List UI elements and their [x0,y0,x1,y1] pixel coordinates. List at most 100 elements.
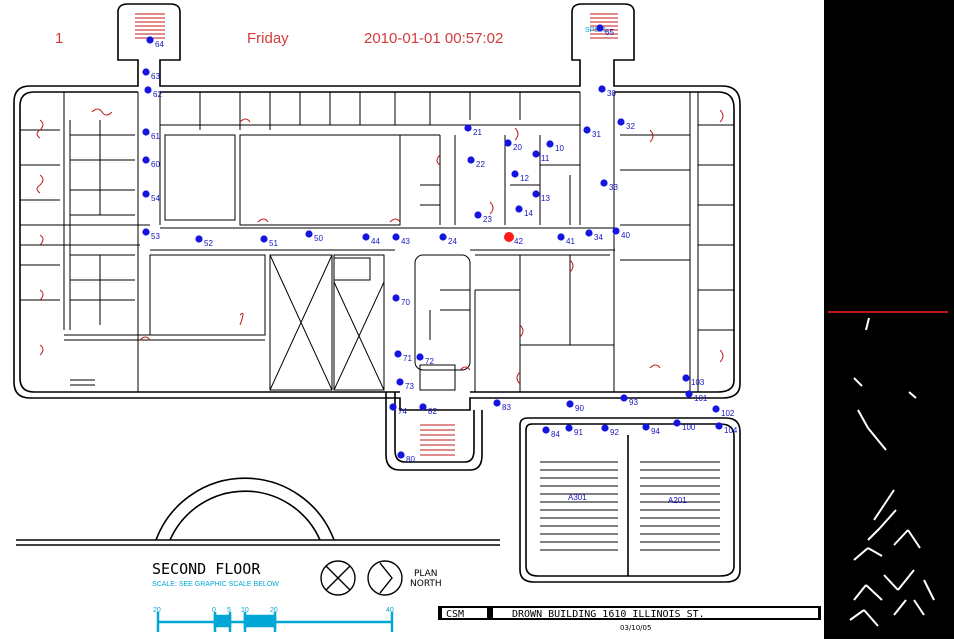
sensor-label-64: 64 [155,40,164,49]
sensor-13 [532,190,540,198]
sensor-label-21: 21 [473,128,482,137]
north-label: NORTH [410,579,442,589]
sensor-label-62: 62 [153,90,162,99]
sensor-label-54: 54 [151,194,160,203]
sensor-label-60: 60 [151,160,160,169]
stairs [135,13,618,456]
sensor-label-74: 74 [398,407,407,416]
sensor-50 [305,230,313,238]
sensor-label-102: 102 [721,409,735,418]
frame-number: 1 [55,30,64,47]
sensor-83 [493,399,501,407]
sensor-22 [467,156,475,164]
sensor-label-53: 53 [151,232,160,241]
sensor-label-31: 31 [592,130,601,139]
sensor-80 [397,451,405,459]
sensor-10 [546,140,554,148]
sensor-label-30: 30 [607,89,616,98]
sensor-label-52: 52 [204,239,213,248]
sensor-label-43: 43 [401,237,410,246]
door-swings [36,108,724,385]
sensor-104 [715,422,723,430]
svg-text:5: 5 [227,607,231,614]
sensor-11 [532,150,540,158]
sensor-65 [596,24,604,32]
svg-text:SPS#1: SPS#1 [585,27,607,34]
floor-title: SECOND FLOOR [152,560,261,578]
sensor-34 [585,229,593,237]
sensor-label-103: 103 [691,378,705,387]
sensor-label-71: 71 [403,354,412,363]
sensor-42-active [504,232,514,242]
sensor-label-14: 14 [524,209,533,218]
sensor-label-10: 10 [555,144,564,153]
sensor-32 [617,118,625,126]
sensor-label-73: 73 [405,382,414,391]
north-arrow [320,560,403,596]
sensor-101 [685,390,693,398]
sensor-51 [260,235,268,243]
sensor-12 [511,170,519,178]
scale-ticks: 20 0 5 10 20 40 [153,607,394,614]
sensor-52 [195,235,203,243]
sensor-label-33: 33 [609,183,618,192]
sensor-93 [620,394,628,402]
sensor-60 [142,156,150,164]
sensor-30 [598,85,606,93]
sensor-64 [146,36,154,44]
sensor-label-61: 61 [151,132,160,141]
sensor-94 [642,423,650,431]
sensor-label-72: 72 [425,357,434,366]
svg-text:0: 0 [212,607,216,614]
sensor-23 [474,211,482,219]
sensor-label-104: 104 [724,426,738,435]
sensor-73 [396,378,404,386]
sensor-label-22: 22 [476,160,485,169]
activity-trace [828,311,948,627]
sensor-44 [362,233,370,241]
building-logo: CSM [446,609,464,620]
sensor-label-13: 13 [541,194,550,203]
sensor-74 [389,403,397,411]
sensor-61 [142,128,150,136]
svg-text:20: 20 [270,607,278,614]
sensor-label-11: 11 [541,154,550,163]
walls-interior [20,92,734,392]
sensor-103 [682,374,690,382]
weekday-label: Friday [247,30,289,47]
sensor-21 [464,124,472,132]
auditorium-seating [540,461,720,551]
sensor-label-70: 70 [401,298,410,307]
svg-text:20: 20 [153,607,161,614]
sensor-label-80: 80 [406,455,415,464]
sensor-82 [419,403,427,411]
timestamp-label: 2010-01-01 00:57:02 [364,30,504,47]
svg-text:40: 40 [386,607,394,614]
drawing-date: 03/10/05 [620,624,651,632]
sensor-label-50: 50 [314,234,323,243]
sensor-33 [600,179,608,187]
sensor-43 [392,233,400,241]
building-name: DROWN BUILDING 1610 ILLINOIS ST. [512,609,705,620]
sensor-label-100: 100 [682,423,696,432]
sensor-24 [439,233,447,241]
sensor-label-63: 63 [151,72,160,81]
sensor-14 [515,205,523,213]
sensor-71 [394,350,402,358]
sensor-label-101: 101 [694,394,708,403]
sensor-label-44: 44 [371,237,380,246]
sensor-53 [142,228,150,236]
hall-label-left: A301 [568,493,587,502]
sensor-label-20: 20 [513,143,522,152]
sensor-label-23: 23 [483,215,492,224]
sensor-20 [504,139,512,147]
walls-outer [13,3,741,583]
sensor-54 [142,190,150,198]
sensor-label-83: 83 [502,403,511,412]
sensor-70 [392,294,400,302]
sensor-72 [416,353,424,361]
sensor-label-41: 41 [566,237,575,246]
sensor-label-94: 94 [651,427,660,436]
sensor-label-32: 32 [626,122,635,131]
